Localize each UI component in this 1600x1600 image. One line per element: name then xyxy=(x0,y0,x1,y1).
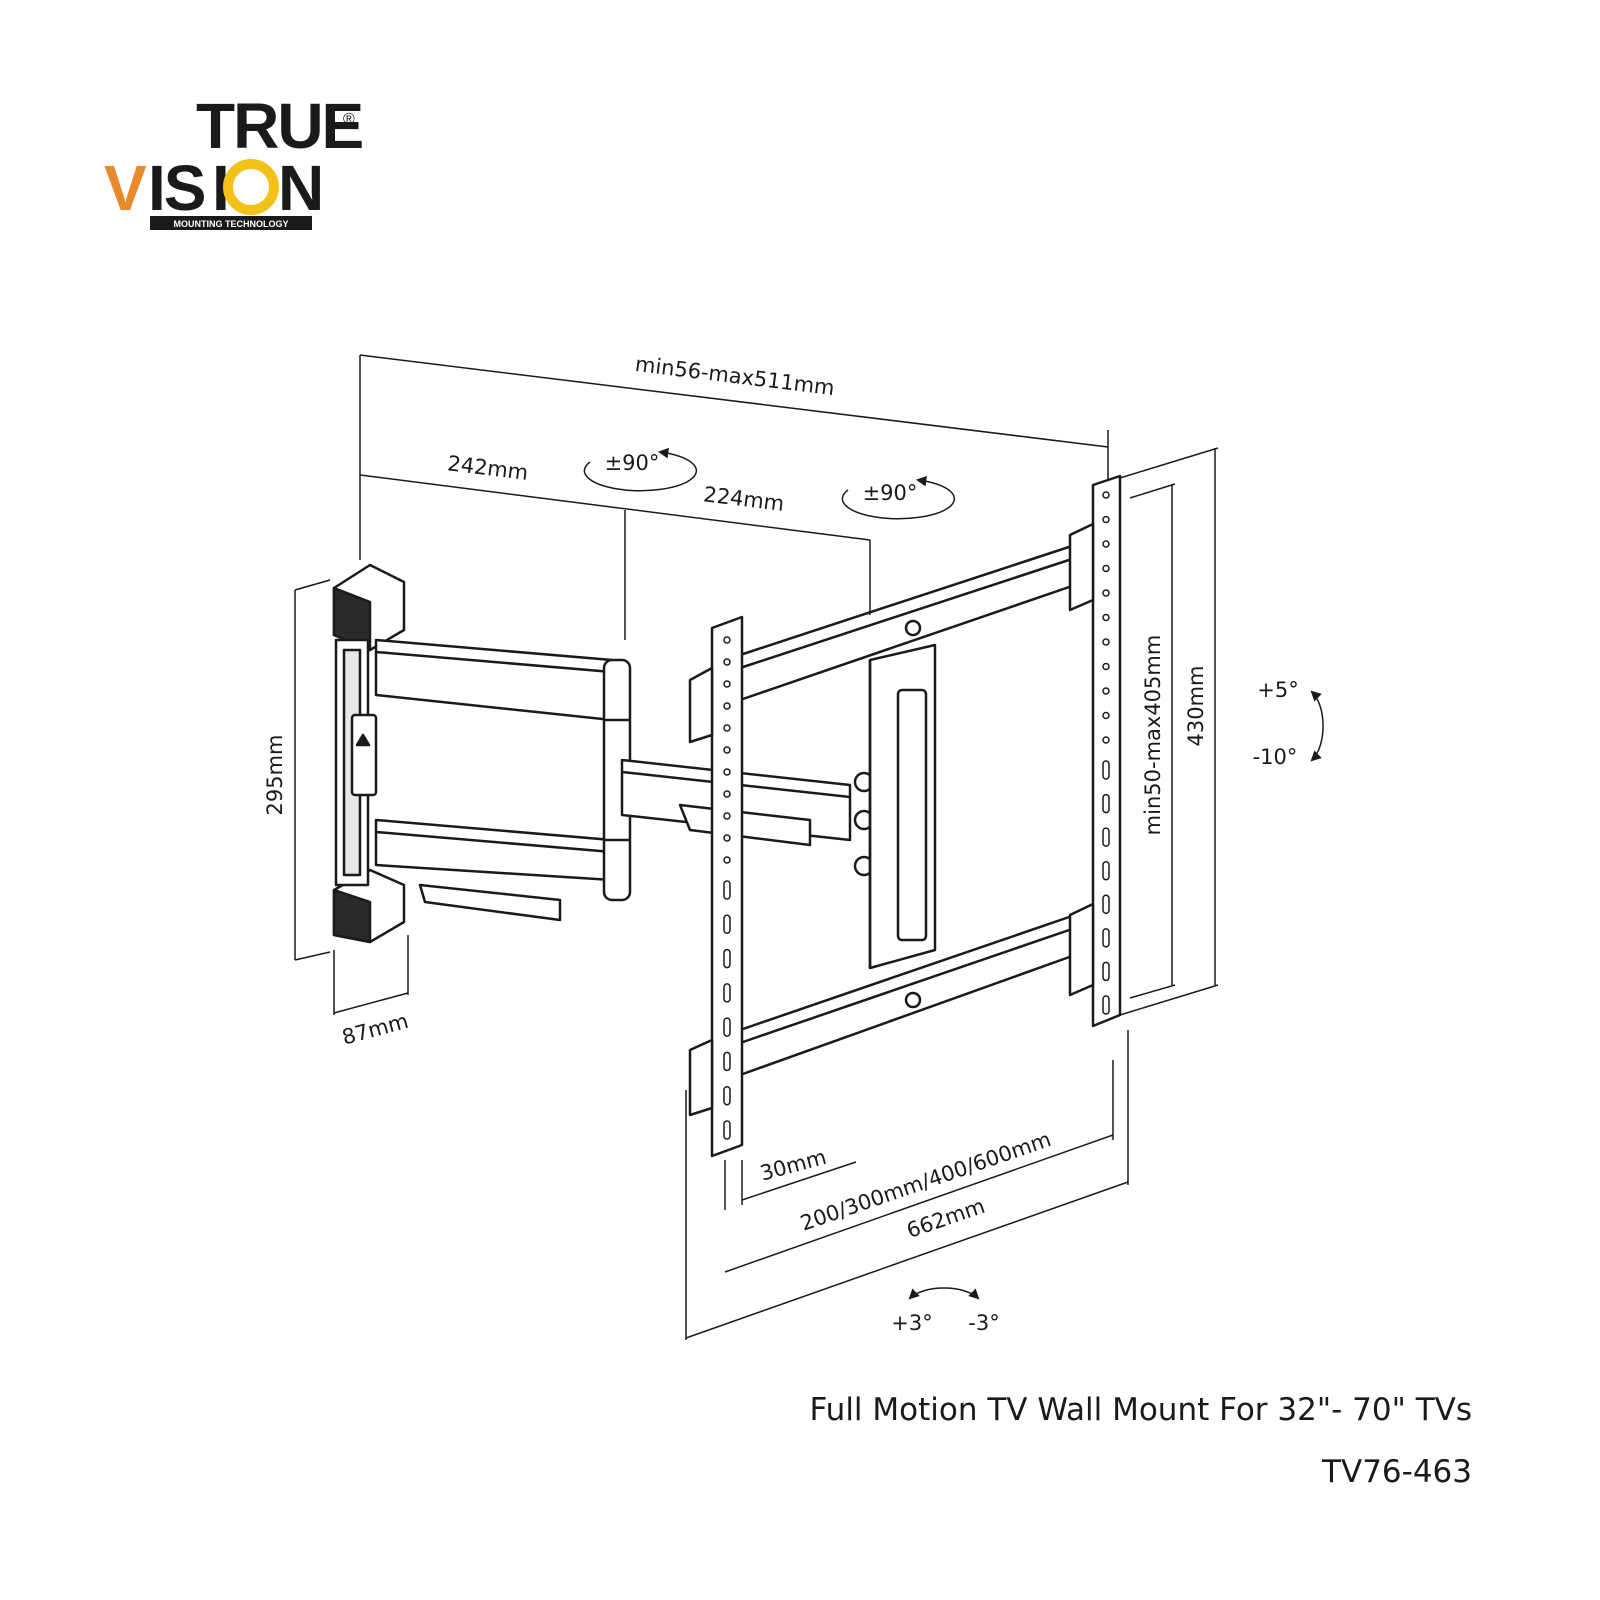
dimension-lines xyxy=(294,354,1219,1340)
bracket-hole xyxy=(1102,662,1110,671)
bracket-hole xyxy=(723,1120,731,1140)
bracket-hole xyxy=(1102,760,1110,780)
bracket-hole xyxy=(723,724,731,732)
bracket-hole xyxy=(723,880,731,900)
logo-true-text: TRUE xyxy=(196,90,363,162)
swivel-1-arrow xyxy=(583,447,698,492)
bracket-hole xyxy=(1102,638,1110,646)
svg-text:I: I xyxy=(212,152,230,224)
left-vertical-bracket xyxy=(688,615,744,1158)
bracket-hole xyxy=(1102,793,1110,814)
bracket-hole xyxy=(723,790,731,798)
logo-registered-mark: ® xyxy=(343,111,355,128)
bracket-hole xyxy=(1102,564,1110,573)
center-spine xyxy=(868,643,937,970)
arm-segment-1 xyxy=(374,638,632,922)
logo-tagline-bar xyxy=(150,216,312,230)
right-vertical-bracket xyxy=(1068,474,1122,1028)
bracket-hole xyxy=(1102,515,1110,524)
bracket-hole xyxy=(723,1085,731,1106)
model-number: TV76-463 xyxy=(1322,1454,1472,1490)
bracket-hole xyxy=(723,768,731,776)
wall-plate-height-label: 295mm xyxy=(263,735,287,816)
bracket-hole xyxy=(1102,736,1110,744)
bracket-hole xyxy=(723,856,731,864)
level-minus-label: -3° xyxy=(968,1311,999,1335)
vesa-holes xyxy=(723,491,1110,1140)
bracket-hole xyxy=(723,834,731,842)
logo-vision-text: V IS I N xyxy=(104,152,324,224)
arm-length-2-label: 224mm xyxy=(702,482,785,516)
arm-length-1-label: 242mm xyxy=(446,451,529,485)
bracket-hole xyxy=(1102,928,1110,948)
wall-plate xyxy=(332,563,406,944)
bracket-hole xyxy=(723,983,731,1003)
bracket-hole xyxy=(723,948,731,969)
bracket-hole xyxy=(1102,995,1110,1015)
level-plus-label: +3° xyxy=(891,1311,932,1335)
bracket-hole xyxy=(1102,613,1110,622)
bracket-hole xyxy=(1102,827,1110,847)
bracket-hole xyxy=(1102,711,1110,720)
swivel-1-label: ±90° xyxy=(605,451,660,475)
vesa-vertical-label: min50-max405mm xyxy=(1141,635,1165,836)
arm-segment-2 xyxy=(620,758,875,877)
bracket-hole xyxy=(723,1051,731,1072)
bracket-hole xyxy=(1102,860,1110,881)
brand-logo: TRUE ® V IS I N MOUNTING TECHNOLOGY xyxy=(104,90,365,230)
bracket-hole xyxy=(723,680,731,688)
rail-offset-label: 30mm xyxy=(757,1145,829,1186)
bracket-hole xyxy=(723,1017,731,1037)
tilt-arrow xyxy=(1310,690,1324,762)
bracket-hole xyxy=(723,812,731,820)
product-title: Full Motion TV Wall Mount For 32"- 70" T… xyxy=(809,1392,1472,1428)
bracket-hole xyxy=(723,658,731,666)
level-arrow xyxy=(908,1287,980,1300)
bracket-hole xyxy=(1102,894,1110,915)
bracket-hole xyxy=(1102,540,1110,548)
bracket-hole xyxy=(1102,961,1110,982)
bracket-hole xyxy=(723,636,731,644)
rotation-indicators xyxy=(583,447,1324,1300)
bracket-hole xyxy=(1102,491,1110,499)
swivel-2-label: ±90° xyxy=(863,481,918,505)
tilt-down-label: -10° xyxy=(1253,745,1298,769)
svg-text:IS: IS xyxy=(148,152,205,224)
wall-mount-illustration xyxy=(332,474,1122,1158)
bracket-hole xyxy=(723,746,731,754)
logo-tagline: MOUNTING TECHNOLOGY xyxy=(174,219,289,229)
bracket-height-label: 430mm xyxy=(1184,666,1208,747)
bracket-hole xyxy=(723,914,731,935)
bracket-hole xyxy=(1102,687,1110,695)
wall-plate-depth-label: 87mm xyxy=(339,1009,411,1050)
swivel-2-arrow xyxy=(841,475,956,520)
bracket-hole xyxy=(723,702,731,710)
tilt-up-label: +5° xyxy=(1257,678,1298,702)
svg-text:V: V xyxy=(104,152,147,224)
svg-text:N: N xyxy=(278,152,324,224)
bracket-hole xyxy=(1102,589,1110,597)
logo-o-circle xyxy=(223,159,279,215)
